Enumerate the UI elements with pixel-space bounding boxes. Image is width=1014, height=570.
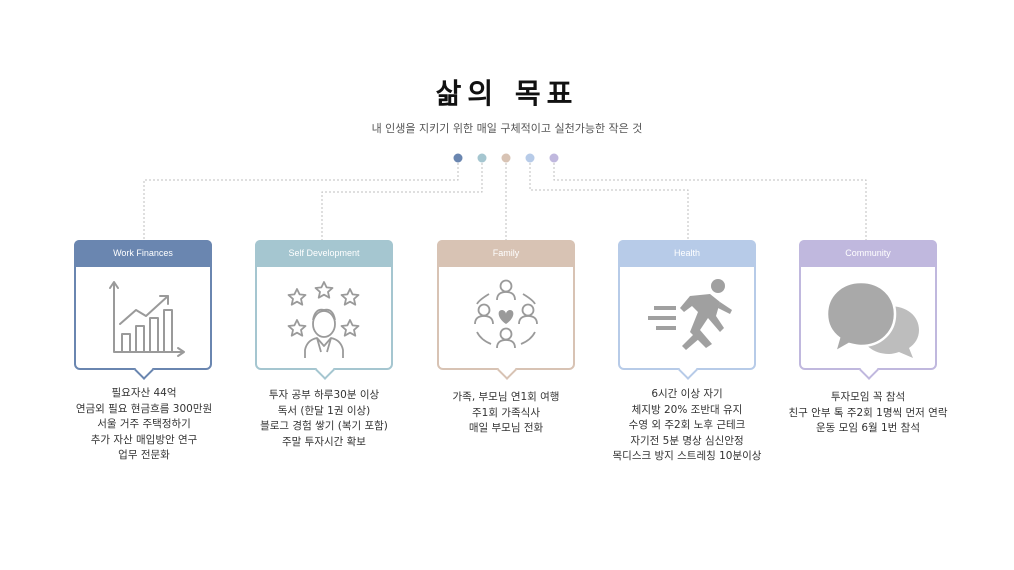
desc-item: 목디스크 방지 스트레칭 10분이상 [612, 450, 762, 462]
desc-work-finances: 필요자산 44억 연금외 필요 현금흐름 300만원 서울 거주 주택정하기 추… [54, 386, 234, 464]
card-self-development: Self Development [255, 240, 393, 380]
family-heart-icon [474, 279, 538, 349]
desc-item: 필요자산 44억 [111, 387, 177, 399]
card-family: Family [437, 240, 575, 380]
card-header: Self Development [255, 240, 393, 267]
chat-bubbles-icon [825, 280, 919, 358]
card-health: Health [618, 240, 756, 380]
desc-item: 운동 모임 6월 1번 참석 [816, 422, 920, 434]
desc-item: 추가 자산 매입방안 연구 [90, 433, 198, 446]
desc-item: 독서 (한달 1권 이상) [277, 404, 371, 417]
connector-health [529, 163, 689, 240]
desc-item: 체지방 20% 조반대 유지 [631, 403, 743, 416]
desc-item: 친구 안부 톡 주2회 1명씩 먼저 연락 [788, 406, 948, 419]
connector-work [143, 163, 459, 240]
dot-family [501, 153, 511, 163]
dot-community [549, 153, 559, 163]
desc-family: 가족, 부모님 연1회 여행 주1회 가족식사 매일 부모님 전화 [416, 390, 596, 437]
growth-chart-icon [109, 281, 185, 357]
person-with-stars-icon [287, 281, 360, 358]
dot-self [477, 153, 487, 163]
desc-item: 주1회 가족식사 [472, 406, 540, 419]
card-header: Health [618, 240, 756, 267]
desc-item: 투자모임 꼭 참석 [830, 391, 906, 403]
desc-item: 연금외 필요 현금흐름 300만원 [75, 402, 213, 415]
connector-community [553, 163, 867, 240]
desc-item: 업무 전문화 [118, 449, 170, 461]
desc-item: 매일 부모님 전화 [468, 422, 544, 434]
card-header: Work Finances [74, 240, 212, 267]
desc-health: 6시간 이상 자기 체지방 20% 조반대 유지 수영 외 주2회 노후 근테크… [597, 387, 777, 465]
desc-item: 블로그 경험 쌓기 (복기 포함) [260, 420, 388, 432]
page-subtitle: 내 인생을 지키기 위한 매일 구체적이고 실천가능한 작은 것 [371, 122, 643, 135]
desc-item: 서울 거주 주택정하기 [97, 418, 191, 430]
card-community: Community [799, 240, 937, 380]
desc-item: 수영 외 주2회 노후 근테크 [628, 419, 746, 431]
desc-item: 주말 투자시간 확보 [282, 435, 366, 448]
dot-health [525, 153, 535, 163]
page-title: 삶의 목표 [435, 77, 579, 110]
connector-self [321, 163, 483, 240]
card-header: Family [437, 240, 575, 267]
desc-item: 투자 공부 하루30분 이상 [268, 389, 380, 401]
desc-item: 6시간 이상 자기 [651, 388, 723, 400]
desc-item: 자기전 5분 명상 심신안정 [630, 434, 744, 447]
card-header: Community [799, 240, 937, 267]
desc-self-development: 투자 공부 하루30분 이상 독서 (한달 1권 이상) 블로그 경험 쌓기 (… [234, 388, 414, 450]
dot-work [453, 153, 463, 163]
running-person-icon [648, 279, 732, 350]
desc-item: 가족, 부모님 연1회 여행 [452, 391, 560, 403]
card-work-finances: Work Finances [74, 240, 212, 380]
desc-community: 투자모임 꼭 참석 친구 안부 톡 주2회 1명씩 먼저 연락 운동 모임 6월… [778, 390, 958, 437]
